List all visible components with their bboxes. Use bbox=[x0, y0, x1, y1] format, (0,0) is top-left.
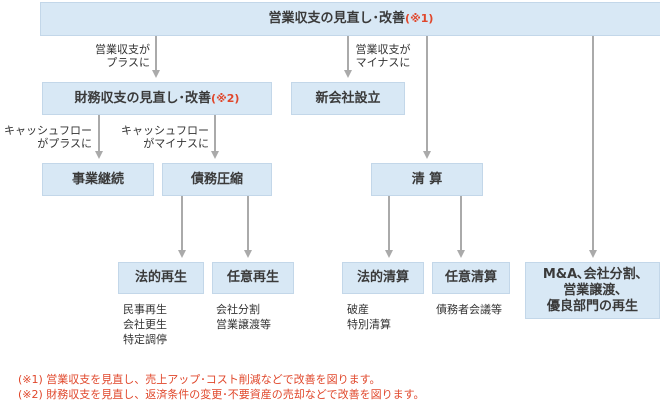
label-op-minus: 営業収支が マイナスに bbox=[355, 43, 411, 69]
voluntary-rehab-box: 任意再生 bbox=[212, 262, 294, 294]
label-cf-minus: キャッシュフロー がマイナスに bbox=[121, 124, 209, 150]
continue-box: 事業継続 bbox=[42, 163, 154, 196]
voluntary-liq-list: 債務者会議等 bbox=[436, 303, 502, 316]
legal-rehab-list: 民事再生 会社更生 特定調停 bbox=[123, 303, 167, 346]
voluntary-liq-box: 任意清算 bbox=[432, 262, 510, 294]
debt-box: 債務圧縮 bbox=[162, 163, 272, 196]
label-cf-plus: キャッシュフロー がプラスに bbox=[4, 124, 92, 150]
legal-liq-box: 法的清算 bbox=[342, 262, 424, 294]
top-note: (※1) bbox=[405, 12, 434, 25]
footnote-1: (※1) 営業収支を見直し、売上アップ･コスト削減などで改善を図ります。 bbox=[18, 373, 381, 386]
legal-liq-list: 破産 特別清算 bbox=[347, 303, 391, 331]
liquidation-box: 清 算 bbox=[371, 163, 483, 196]
top-box: 営業収支の見直し･改善(※1) bbox=[40, 2, 660, 36]
ma-box: M&A､会社分割､ 営業譲渡､ 優良部門の再生 bbox=[525, 262, 660, 319]
financial-box: 財務収支の見直し･改善(※2) bbox=[42, 82, 272, 115]
label-op-plus: 営業収支が プラスに bbox=[95, 43, 150, 69]
voluntary-rehab-list: 会社分割 営業譲渡等 bbox=[216, 303, 271, 331]
financial-title: 財務収支の見直し･改善 bbox=[74, 90, 212, 106]
footnote-2: (※2) 財務収支を見直し、返済条件の変更･不要資産の売却などで改善を図ります。 bbox=[18, 388, 425, 401]
top-title: 営業収支の見直し･改善 bbox=[268, 11, 406, 26]
financial-note: (※2) bbox=[211, 91, 240, 105]
legal-rehab-box: 法的再生 bbox=[118, 262, 204, 294]
new-company-box: 新会社設立 bbox=[291, 82, 405, 115]
